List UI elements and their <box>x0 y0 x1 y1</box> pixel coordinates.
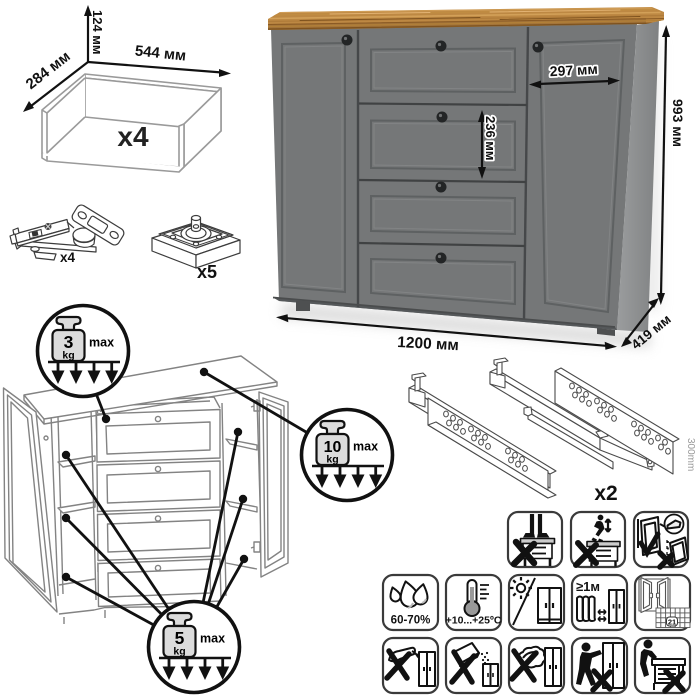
svg-text:+10...+25ºC: +10...+25ºC <box>446 615 502 627</box>
svg-text:297 мм: 297 мм <box>549 61 598 79</box>
svg-text:300mm: 300mm <box>685 438 696 471</box>
svg-text:10: 10 <box>324 439 342 456</box>
svg-text:993 мм: 993 мм <box>670 99 686 147</box>
svg-text:x2: x2 <box>594 482 617 505</box>
svg-text:x5: x5 <box>197 262 217 282</box>
svg-text:60-70%: 60-70% <box>391 615 431 627</box>
svg-text:3: 3 <box>64 332 74 352</box>
svg-text:x4: x4 <box>60 250 76 265</box>
svg-text:1200 мм: 1200 мм <box>397 334 460 354</box>
svg-text:5: 5 <box>175 628 185 648</box>
svg-text:x4: x4 <box>117 121 149 152</box>
svg-text:max: max <box>200 632 225 646</box>
svg-text:544 мм: 544 мм <box>134 42 187 64</box>
svg-text:kg: kg <box>62 350 74 362</box>
svg-text:kg: kg <box>326 454 338 466</box>
svg-text:21: 21 <box>668 618 676 627</box>
svg-text:kg: kg <box>173 646 185 658</box>
svg-text:≥1м: ≥1м <box>576 579 600 594</box>
svg-text:124 мм: 124 мм <box>90 10 105 55</box>
svg-text:max: max <box>89 336 114 350</box>
svg-text:236 мм: 236 мм <box>483 116 498 161</box>
svg-text:max: max <box>353 440 378 454</box>
